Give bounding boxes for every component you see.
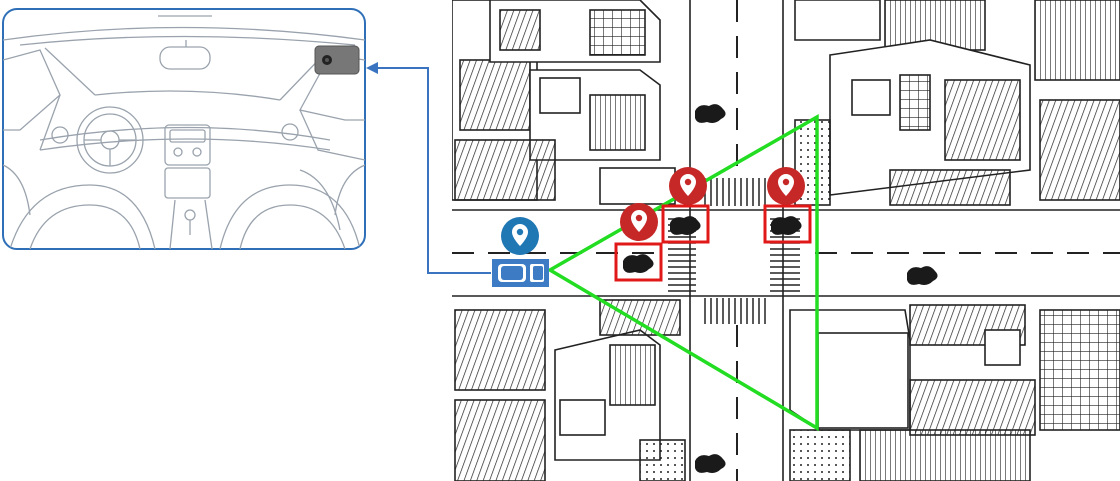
map-pin-icon	[669, 167, 707, 205]
map-pin-icon	[767, 167, 805, 205]
car-interior-illustration	[3, 15, 365, 249]
detection-box	[661, 204, 710, 244]
lane-markings	[452, 0, 1120, 481]
dashcam-view-panel	[2, 8, 366, 250]
pothole-icon	[907, 266, 938, 285]
detection-1	[614, 203, 663, 282]
map-pin-icon	[501, 217, 539, 255]
detection-box	[763, 204, 812, 244]
camera-device-icon	[314, 45, 360, 75]
pothole-icon	[695, 104, 726, 123]
crosswalks	[668, 178, 800, 324]
detection-box	[614, 242, 663, 282]
vehicle	[492, 217, 549, 287]
pothole-icon	[771, 216, 802, 235]
map-pin-icon	[620, 203, 658, 241]
pothole-icon	[670, 216, 701, 235]
car-icon	[492, 259, 549, 287]
buildings-bottom-right	[789, 304, 1120, 481]
buildings-top-left	[452, 0, 676, 205]
city-map	[452, 0, 1120, 481]
detection-2	[661, 167, 710, 244]
detection-3	[763, 167, 812, 244]
buildings-bottom-left	[454, 299, 686, 481]
pothole-icon	[623, 254, 654, 273]
buildings-top-right	[794, 0, 1120, 206]
connector-arrow	[366, 62, 491, 274]
pothole-icon	[695, 454, 726, 473]
